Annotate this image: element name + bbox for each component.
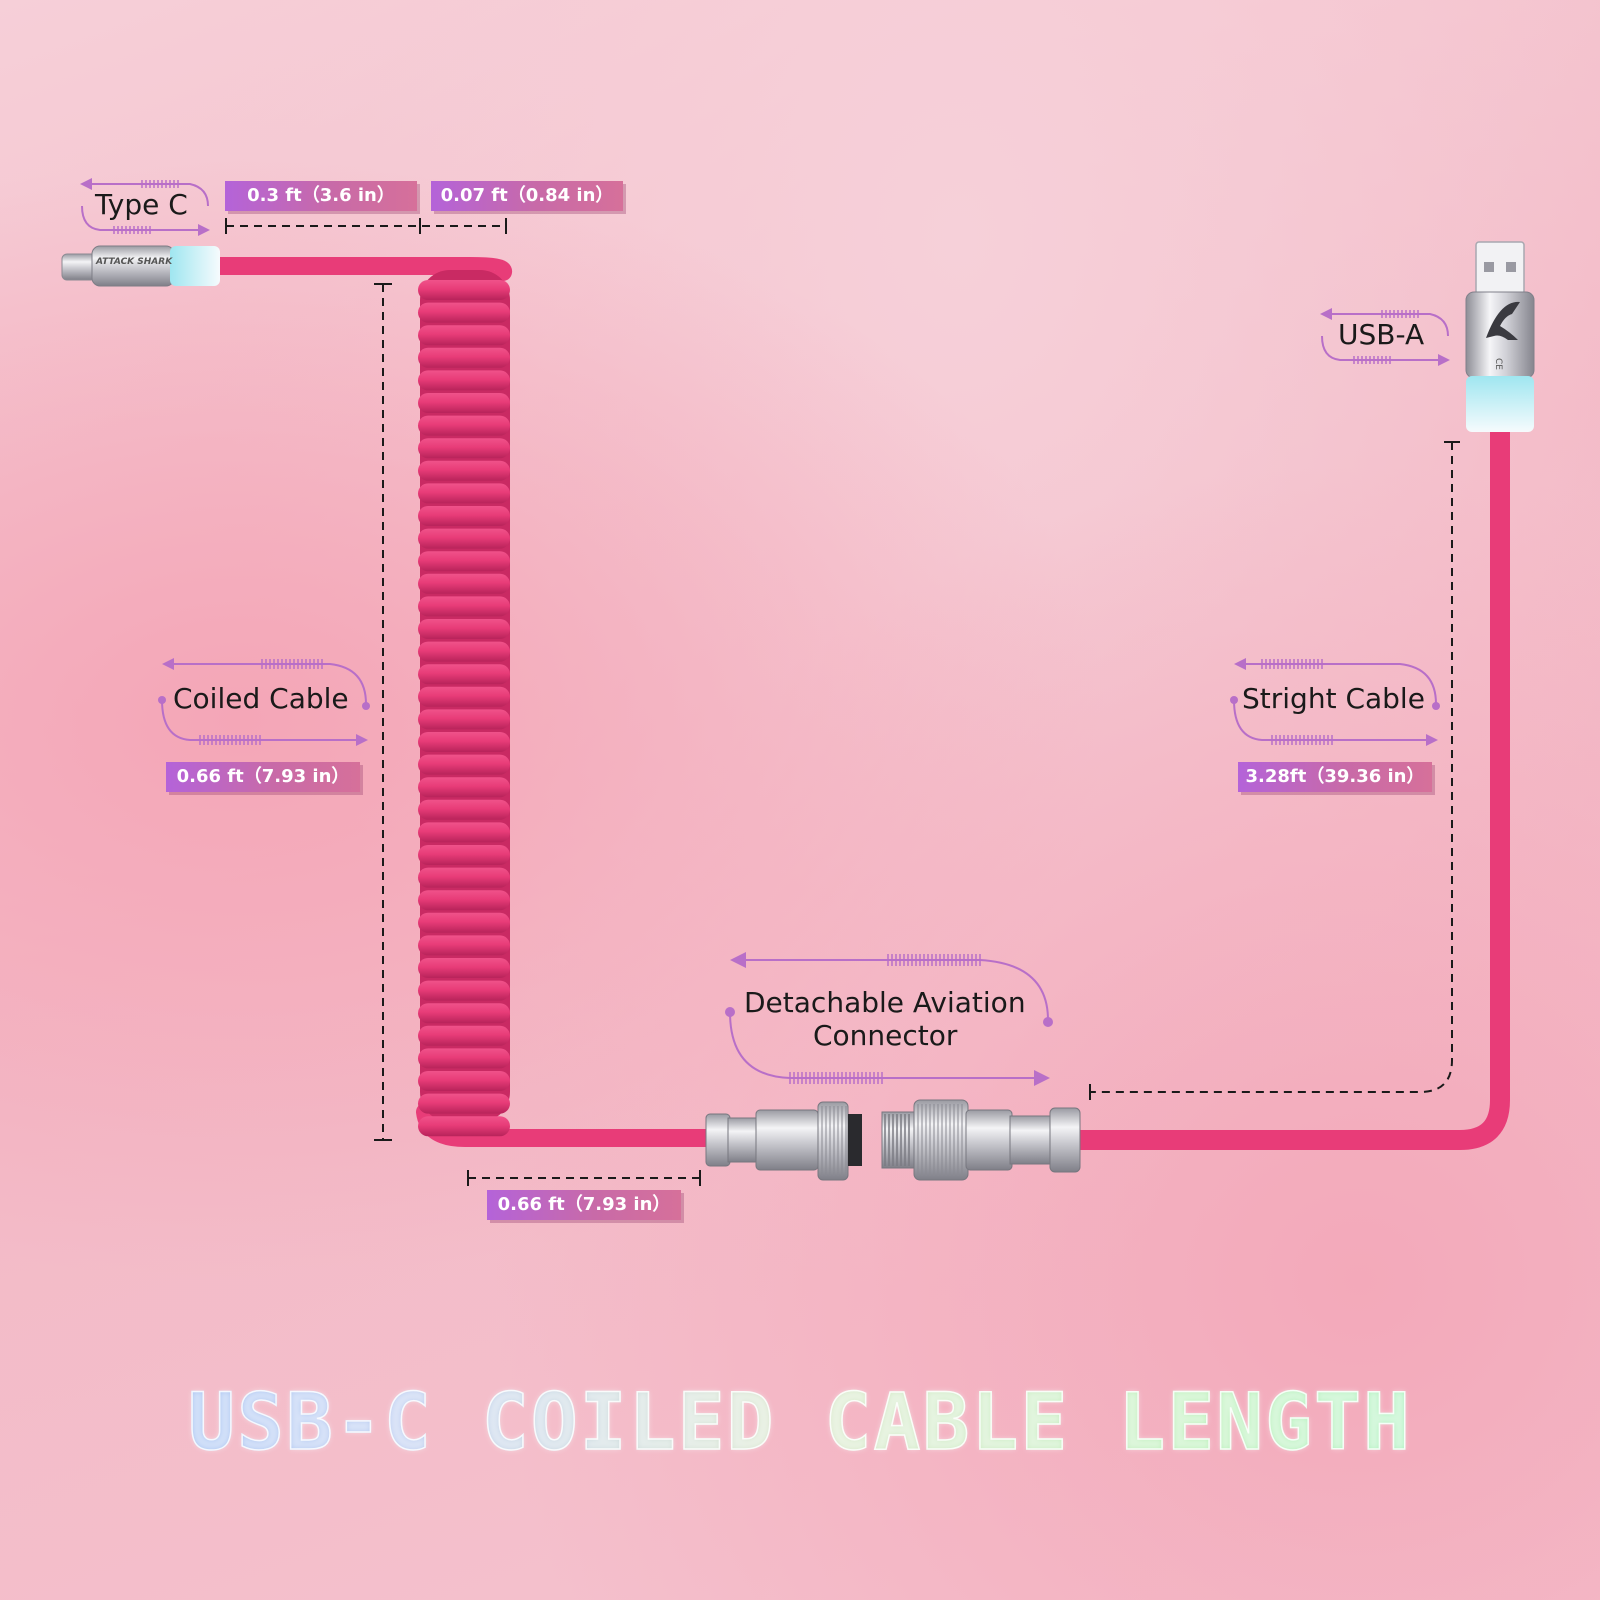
straight-cable xyxy=(1065,422,1510,1150)
brand-logo-icon xyxy=(1486,301,1520,340)
coil-loops xyxy=(418,280,510,1137)
coil-loop xyxy=(418,822,510,843)
type-c-label: Type C xyxy=(95,188,188,221)
thread-right xyxy=(884,1114,910,1166)
coil-loop xyxy=(418,551,510,572)
type-c-connector: ATTACK SHARK xyxy=(61,245,220,287)
coil-loop xyxy=(418,325,510,346)
knurl-ring-left xyxy=(821,1106,847,1176)
coil-loop xyxy=(418,619,510,639)
coil-loop xyxy=(418,438,510,459)
connector-label-line1: Detachable Aviation xyxy=(744,986,1026,1019)
coil-loop xyxy=(418,799,510,820)
coil-loop xyxy=(418,280,510,300)
connector-lead-length: 0.66 ft（7.93 in） xyxy=(487,1190,681,1220)
coil-loop xyxy=(418,958,510,978)
coil-loop xyxy=(418,754,510,775)
coiled-length: 0.66 ft（7.93 in） xyxy=(166,762,360,792)
type-c-lead-cable xyxy=(206,257,512,281)
coil-loop xyxy=(418,528,510,549)
coil-loop xyxy=(418,573,510,594)
coil-loop xyxy=(418,1071,510,1091)
coil-loop xyxy=(418,777,510,798)
cable xyxy=(206,257,1510,1150)
ce-mark-text: CE xyxy=(1493,358,1503,370)
coil-loop xyxy=(418,370,510,391)
coil-loop xyxy=(418,1003,510,1024)
dimension-lines xyxy=(225,218,1460,1186)
coil-loop xyxy=(418,732,510,752)
coil-loop xyxy=(418,1025,510,1046)
coil-loop xyxy=(418,890,510,911)
coiled-cable-label: Coiled Cable xyxy=(173,682,349,715)
coil-loop xyxy=(418,845,510,865)
label-brackets xyxy=(81,183,1449,1079)
type-c-plug-length: 0.07 ft（0.84 in） xyxy=(431,181,623,211)
straight-length: 3.28ft（39.36 in） xyxy=(1238,762,1432,792)
knurl-ring-right xyxy=(917,1104,963,1176)
bracket-hatch-marks xyxy=(113,180,1419,1084)
coil-loop xyxy=(418,912,510,933)
coil-loop xyxy=(418,1116,510,1137)
coil-loop xyxy=(418,415,510,436)
type-c-lead-length: 0.3 ft（3.6 in） xyxy=(225,181,417,211)
coil-loop xyxy=(418,664,510,685)
coil-loop xyxy=(418,302,510,323)
connector-brand-text: ATTACK SHARK xyxy=(95,257,173,267)
page-title: USB-C COILED CABLE LENGTH xyxy=(0,1377,1600,1469)
coil-loop xyxy=(418,935,510,956)
usb-a-connector: CE xyxy=(1465,241,1535,432)
connector-label-line2: Connector xyxy=(813,1019,958,1052)
aviation-connector xyxy=(705,1099,1081,1181)
straight-cable-label: Stright Cable xyxy=(1242,682,1425,715)
usb-a-label: USB-A xyxy=(1338,318,1425,351)
coil-loop xyxy=(418,483,510,504)
coil-loop xyxy=(418,347,510,368)
coil-loop xyxy=(418,1093,510,1114)
coil-loop xyxy=(418,460,510,481)
coil-loop xyxy=(418,393,510,413)
coil-loop xyxy=(418,506,510,526)
coil-loop xyxy=(418,686,510,707)
coil-loop xyxy=(418,596,510,617)
bracket-arrowheads xyxy=(80,178,1450,1086)
coil-loop xyxy=(418,867,510,888)
coil-loop xyxy=(418,709,510,730)
coil-loop xyxy=(418,980,510,1001)
coil-loop xyxy=(418,1048,510,1069)
coil-loop xyxy=(418,641,510,662)
